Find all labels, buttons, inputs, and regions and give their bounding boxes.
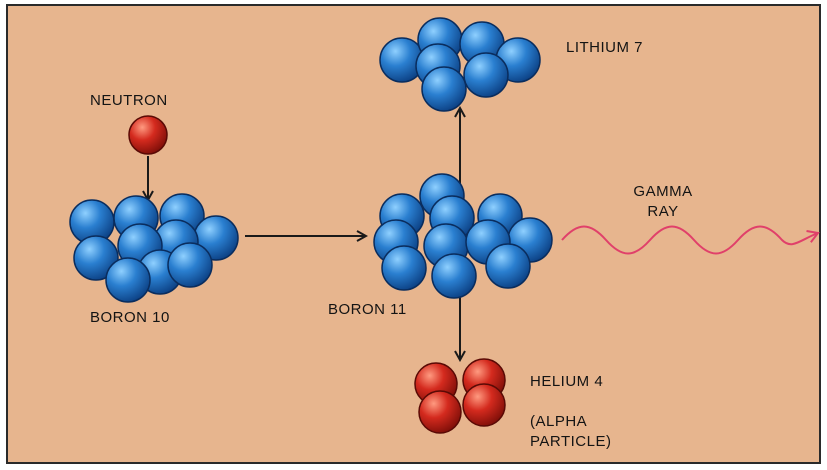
label-neutron: NEUTRON: [90, 91, 168, 111]
label-alpha-line2: PARTICLE): [530, 432, 611, 452]
label-gamma-line1: GAMMA: [630, 182, 696, 202]
nucleon: [382, 246, 426, 290]
lithium7-nucleus: [380, 18, 540, 111]
neutron-particle: [129, 116, 167, 154]
label-gamma-line2: RAY: [630, 202, 696, 222]
label-helium4: HELIUM 4: [530, 372, 603, 392]
label-lithium7: LITHIUM 7: [566, 38, 643, 58]
boron10-nucleus: [70, 194, 238, 302]
boron11-nucleus: [374, 174, 552, 298]
label-gamma-ray: GAMMA RAY: [630, 182, 696, 222]
label-alpha-line1: (ALPHA: [530, 412, 611, 432]
nucleon: [464, 53, 508, 97]
nucleon: [419, 391, 461, 433]
label-boron11: BORON 11: [328, 300, 407, 320]
nucleon: [106, 258, 150, 302]
label-boron10: BORON 10: [90, 308, 170, 328]
helium4-nucleus: [415, 359, 505, 433]
gamma-ray-wave: [562, 227, 818, 254]
nucleon: [463, 384, 505, 426]
label-alpha-particle: (ALPHA PARTICLE): [530, 412, 611, 452]
nucleon: [486, 244, 530, 288]
nucleon: [422, 67, 466, 111]
nucleon: [432, 254, 476, 298]
nucleon: [168, 243, 212, 287]
